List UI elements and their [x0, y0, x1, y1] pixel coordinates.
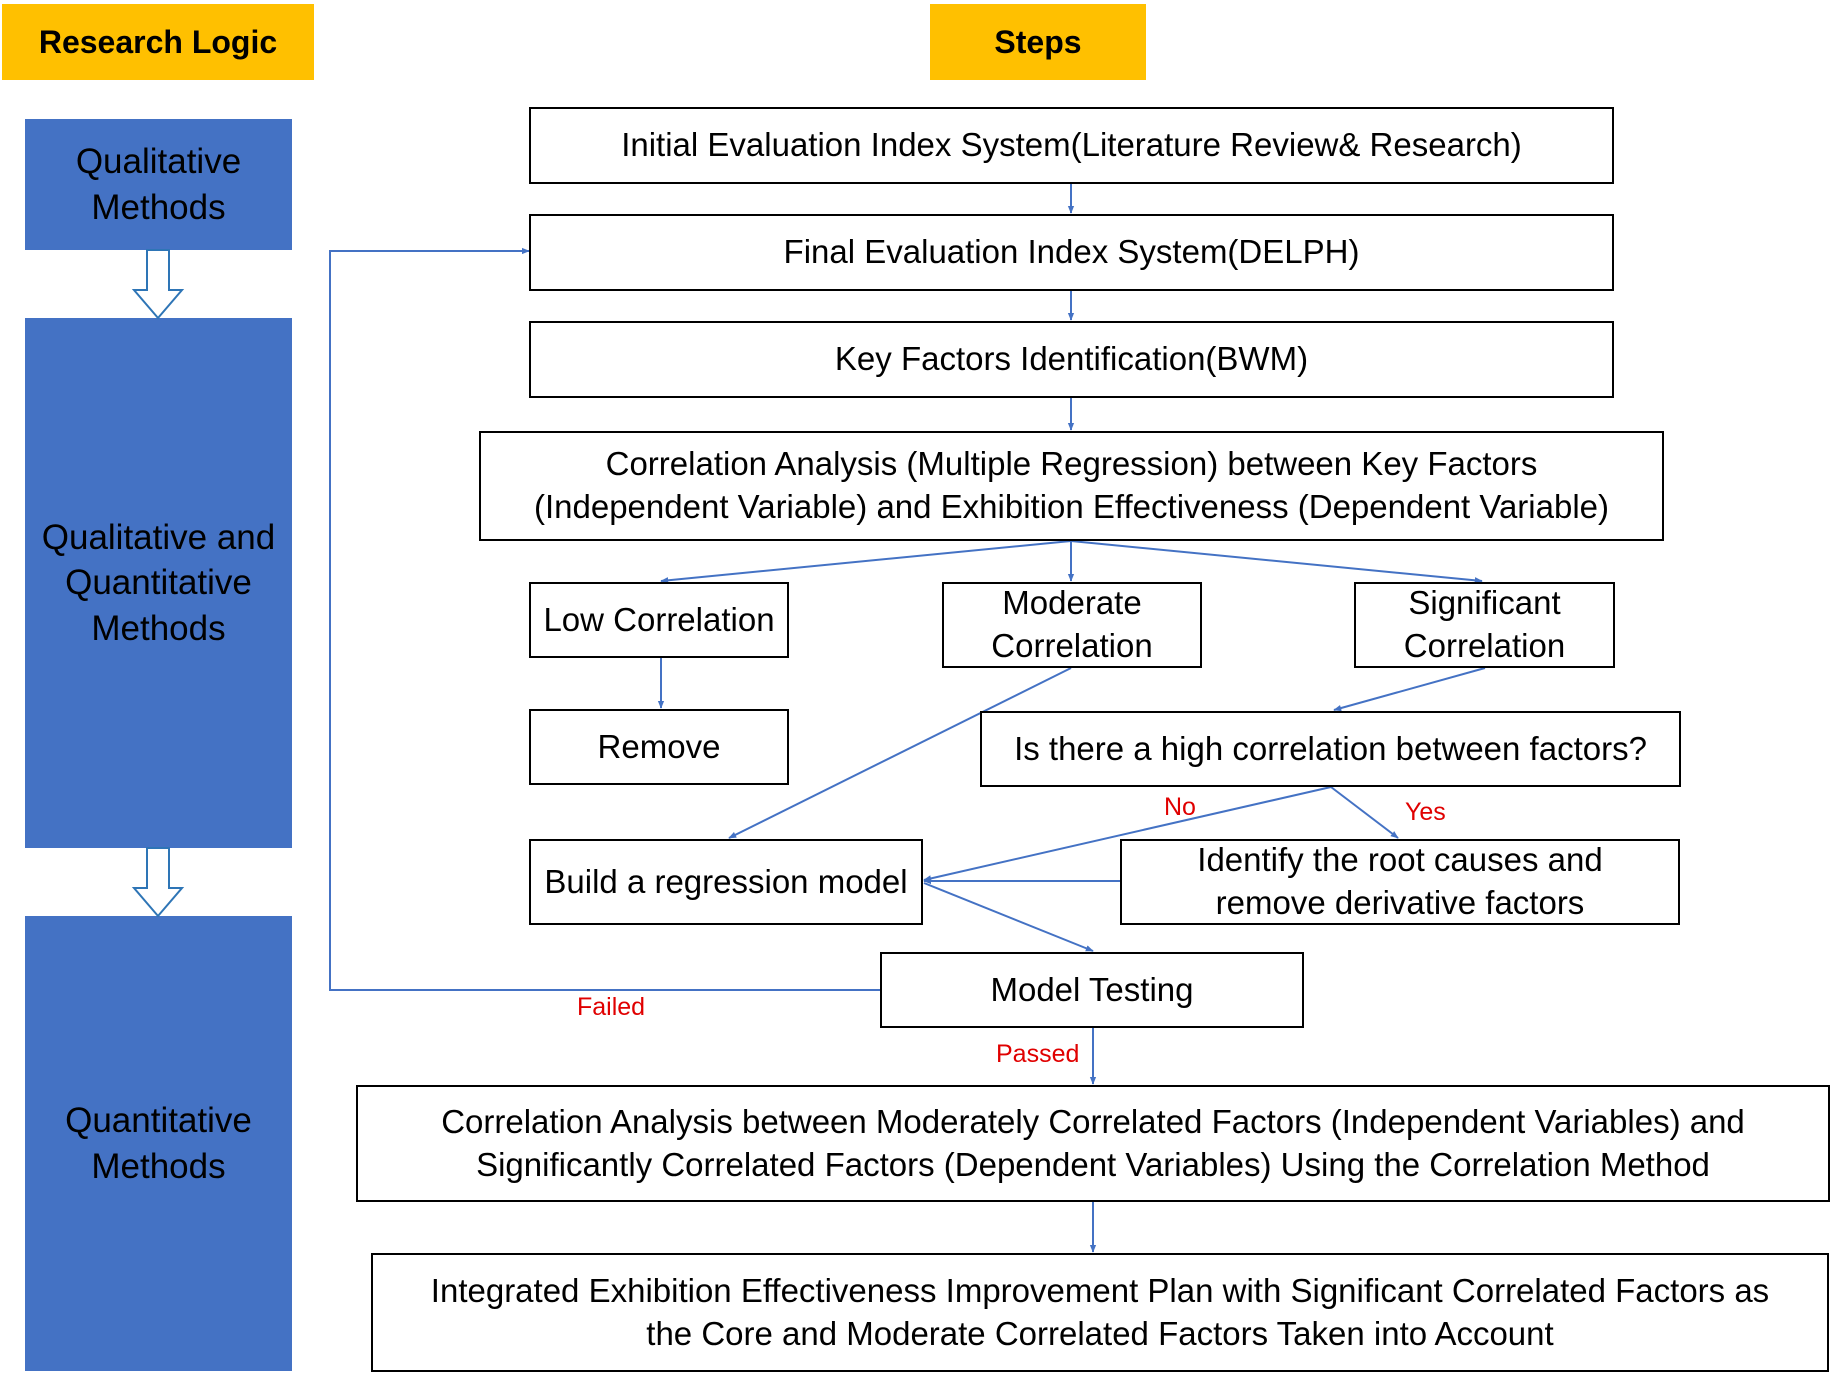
phase-qualitative-quantitative: Qualitative and Quantitative Methods — [25, 318, 292, 848]
edge-label-yes: Yes — [1405, 798, 1446, 826]
edge-label-failed: Failed — [577, 993, 646, 1021]
steps-header: Steps — [930, 4, 1146, 80]
step-key-factors-identification: Key Factors Identification(BWM) — [529, 321, 1614, 398]
step-correlation-analysis: Correlation Analysis (Multiple Regressio… — [479, 431, 1664, 541]
step-identify-root-causes: Identify the root causes and remove deri… — [1120, 839, 1680, 925]
step-remove: Remove — [529, 709, 789, 785]
arrow-question-no — [923, 786, 1332, 882]
step-low-correlation: Low Correlation — [529, 582, 789, 658]
arrow-question-yes — [1330, 786, 1399, 839]
step-build-regression-model: Build a regression model — [529, 839, 923, 925]
edge-label-no: No — [1164, 793, 1196, 821]
arrow-significant-to-question — [1333, 667, 1486, 712]
phase-transition-arrow-2 — [131, 847, 185, 918]
step-initial-evaluation-index: Initial Evaluation Index System(Literatu… — [529, 107, 1614, 184]
arrow-failed-loop — [329, 247, 880, 991]
step-final-evaluation-index: Final Evaluation Index System(DELPH) — [529, 214, 1614, 291]
arrow-moderate-to-regression — [728, 667, 1072, 839]
step-improvement-plan: Integrated Exhibition Effectiveness Impr… — [371, 1253, 1829, 1372]
arrow-correlation-to-significant — [1070, 540, 1483, 584]
phase-qualitative: Qualitative Methods — [25, 119, 292, 250]
phase-transition-arrow-1 — [131, 249, 185, 320]
phase-quantitative: Quantitative Methods — [25, 916, 292, 1371]
step-significant-correlation: Significant Correlation — [1354, 582, 1615, 668]
arrow-correlation-to-low — [660, 540, 1072, 584]
step-moderate-vs-significant-analysis: Correlation Analysis between Moderately … — [356, 1085, 1830, 1202]
research-logic-header: Research Logic — [2, 4, 314, 80]
step-model-testing: Model Testing — [880, 952, 1304, 1028]
step-high-correlation-question: Is there a high correlation between fact… — [980, 711, 1681, 787]
arrow-regression-to-testing — [923, 882, 1094, 952]
edge-label-passed: Passed — [996, 1040, 1080, 1068]
step-moderate-correlation: Moderate Correlation — [942, 582, 1202, 668]
